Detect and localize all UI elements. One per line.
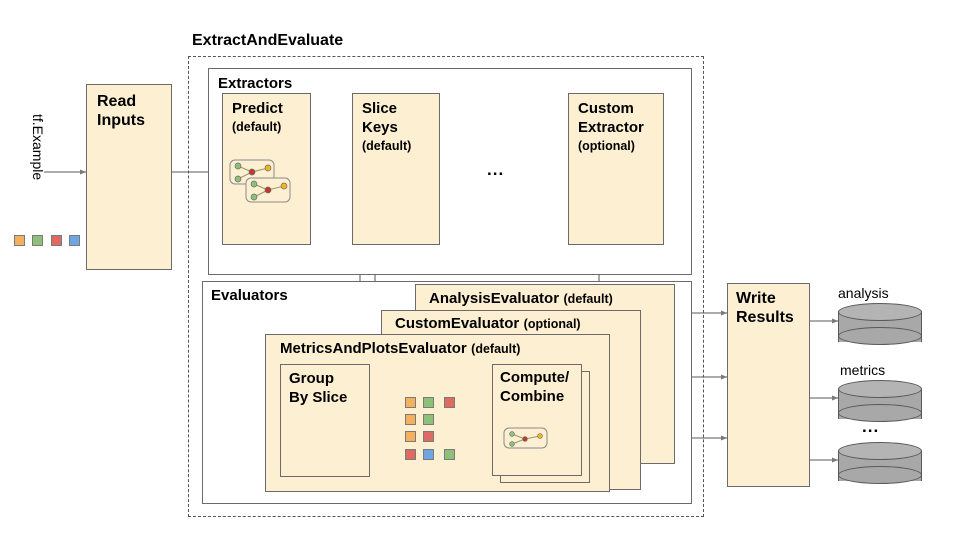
- compute-combine-graph-icon: [503, 427, 548, 449]
- extractors-title: Extractors: [218, 75, 293, 92]
- slice-swatch: [405, 414, 416, 425]
- slice-swatch: [405, 449, 416, 460]
- custom-evaluator-name: CustomEvaluator: [395, 315, 520, 332]
- group-by-slice-line2: By Slice: [289, 389, 348, 406]
- output-label-more: ...: [862, 417, 880, 436]
- slice-swatch: [405, 397, 416, 408]
- swatch-orange: [14, 235, 25, 246]
- slice-swatch: [423, 414, 434, 425]
- cylinder-top: [838, 380, 922, 398]
- read-inputs-line2: Inputs: [97, 112, 145, 129]
- write-results-line1: Write: [736, 290, 776, 307]
- cylinder-top: [838, 442, 922, 460]
- extract-and-evaluate-title: ExtractAndEvaluate: [192, 32, 344, 49]
- extractor-predict[interactable]: Predict (default): [222, 93, 311, 245]
- evaluators-title: Evaluators: [211, 287, 288, 304]
- output-cylinder-analysis[interactable]: [838, 303, 922, 345]
- predict-graph-icon: [229, 159, 291, 203]
- cylinder-bottom: [838, 404, 922, 422]
- write-results-line2: Results: [736, 309, 794, 326]
- compute-combine-line2: Combine: [500, 388, 565, 405]
- slice-swatch: [423, 449, 434, 460]
- extract-and-evaluate-container: [188, 56, 704, 517]
- swatch-blue: [69, 235, 80, 246]
- group-by-slice-box[interactable]: Group By Slice: [280, 364, 370, 477]
- cylinder-bottom: [838, 466, 922, 484]
- metrics-and-plots-evaluator-qualifier: (default): [471, 342, 521, 356]
- output-cylinder-more[interactable]: [838, 442, 922, 484]
- compute-combine-box[interactable]: Compute/ Combine: [492, 364, 582, 476]
- output-label-metrics: metrics: [840, 362, 886, 378]
- predict-qualifier: (default): [232, 120, 282, 134]
- cylinder-top: [838, 303, 922, 321]
- slice-keys-qualifier: (default): [362, 139, 412, 153]
- predict-line1: Predict: [232, 100, 283, 117]
- extractor-custom[interactable]: Custom Extractor (optional): [568, 93, 664, 245]
- analysis-evaluator-name: AnalysisEvaluator: [429, 290, 560, 307]
- custom-extractor-line1: Custom: [578, 100, 634, 117]
- evaluator-metrics-and-plots[interactable]: MetricsAndPlotsEvaluator (default) Group…: [265, 334, 610, 492]
- analysis-evaluator-qualifier: (default): [563, 292, 613, 306]
- read-inputs-line1: Read: [97, 93, 137, 110]
- slice-keys-line2: Keys: [362, 119, 398, 136]
- custom-extractor-line2: Extractor: [578, 119, 644, 136]
- compute-combine-line1: Compute/: [500, 369, 570, 386]
- extractors-ellipsis: ...: [487, 160, 505, 179]
- slice-swatch: [444, 449, 455, 460]
- output-label-analysis: analysis: [838, 285, 889, 301]
- input-label: tf.Example: [30, 114, 46, 181]
- cylinder-bottom: [838, 327, 922, 345]
- metrics-and-plots-evaluator-name: MetricsAndPlotsEvaluator: [280, 340, 467, 357]
- slice-swatch: [405, 431, 416, 442]
- group-by-slice-line1: Group: [289, 370, 334, 387]
- stage-read-inputs[interactable]: Read Inputs: [86, 84, 172, 270]
- custom-extractor-qualifier: (optional): [578, 139, 635, 153]
- stage-write-results[interactable]: Write Results: [727, 283, 810, 487]
- extractor-slice-keys[interactable]: Slice Keys (default): [352, 93, 440, 245]
- slice-keys-line1: Slice: [362, 100, 398, 117]
- swatch-red: [51, 235, 62, 246]
- slice-swatch: [423, 431, 434, 442]
- output-cylinder-metrics[interactable]: [838, 380, 922, 422]
- swatch-green: [32, 235, 43, 246]
- slice-swatch: [444, 397, 455, 408]
- custom-evaluator-qualifier: (optional): [523, 317, 581, 331]
- slice-swatch: [423, 397, 434, 408]
